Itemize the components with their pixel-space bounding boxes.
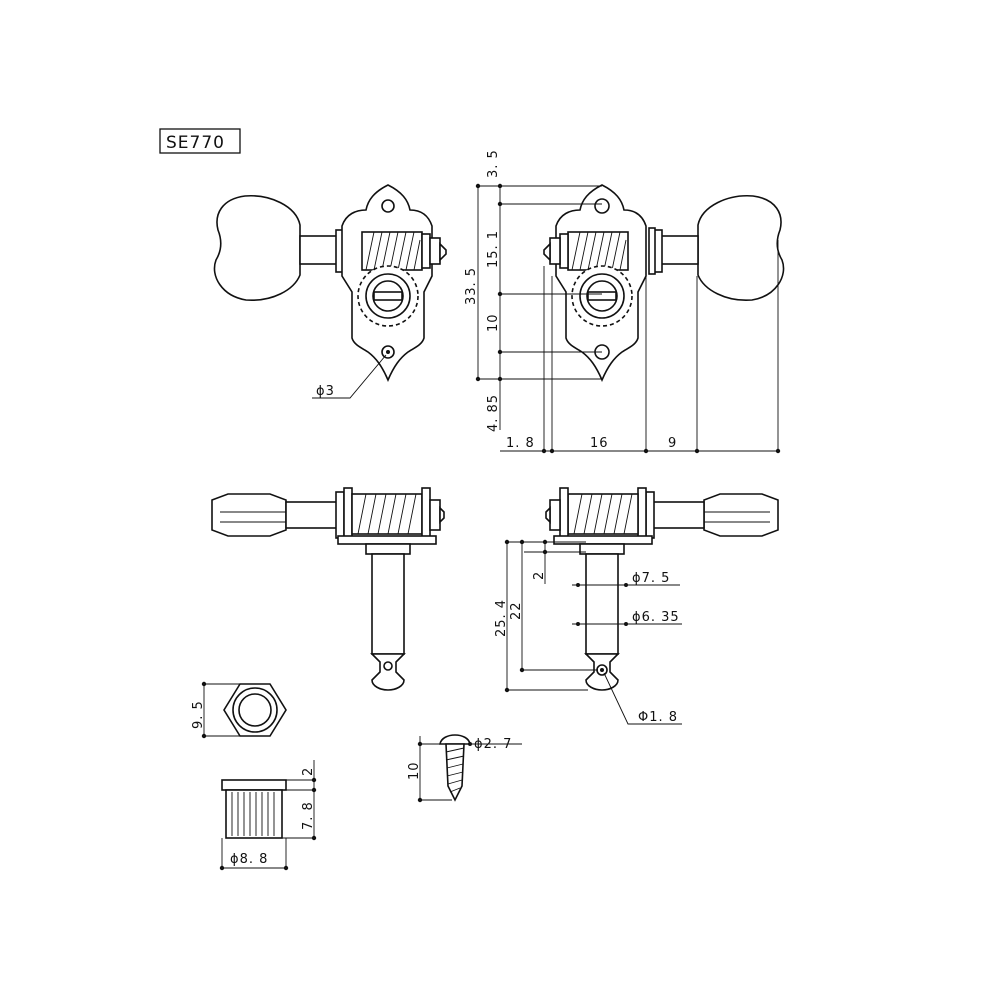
hole-diameter-label: ϕ3 <box>316 384 335 399</box>
post-dimensions: 2 22 25. 4 ϕ7. 5 ϕ6. 35 Φ1. 8 <box>494 539 682 725</box>
dim-bushing-flange: 2 <box>301 767 316 776</box>
dim-hole-to-gear: 15. 1 <box>486 230 501 268</box>
dim-bushing-height: 7. 8 <box>301 801 316 830</box>
knob <box>213 195 301 301</box>
dim-bushing-dia: ϕ8. 8 <box>230 852 268 867</box>
model-name: SE770 <box>166 133 225 153</box>
dim-gear-to-hole: 10 <box>486 313 501 332</box>
vertical-dimensions: 3. 5 15. 1 33. 5 10 4. 85 <box>464 149 602 432</box>
knob-side <box>703 493 779 537</box>
dim-nut-width: 9. 5 <box>191 700 206 729</box>
gear <box>357 265 419 327</box>
gear <box>571 265 633 327</box>
side-view-left <box>211 487 445 691</box>
dim-button-width: 9 <box>668 436 677 451</box>
wood-screw: 10 ϕ2. 7 <box>407 734 522 803</box>
front-view-right: 3. 5 15. 1 33. 5 10 4. 85 1. 8 16 9 <box>464 149 785 454</box>
bushing: 2 7. 8 ϕ8. 8 <box>219 760 317 871</box>
dim-bottom-gap: 4. 85 <box>486 394 501 432</box>
horizontal-dimensions: 1. 8 16 9 <box>500 240 781 454</box>
dim-screw-dia: ϕ2. 7 <box>474 737 512 752</box>
model-title: SE770 <box>159 128 241 154</box>
knob-side <box>211 493 287 537</box>
dim-string-hole: Φ1. 8 <box>638 710 678 725</box>
hex-nut: 9. 5 <box>191 681 287 739</box>
dim-post-length: 22 <box>509 601 524 620</box>
dim-post-dia-upper: ϕ7. 5 <box>632 571 670 586</box>
dim-post-dia-lower: ϕ6. 35 <box>632 610 680 625</box>
dim-post-collar: 2 <box>532 571 547 580</box>
front-view-left: ϕ3 <box>213 184 447 399</box>
dim-side-width: 1. 8 <box>506 436 535 451</box>
dim-top-gap: 3. 5 <box>486 149 501 178</box>
dim-screw-length: 10 <box>407 761 422 780</box>
side-view-right: 2 22 25. 4 ϕ7. 5 ϕ6. 35 Φ1. 8 <box>494 487 779 725</box>
dim-plate-width: 16 <box>590 436 609 451</box>
knob <box>697 195 785 301</box>
dim-overall-height: 33. 5 <box>464 267 479 305</box>
dim-post-length-full: 25. 4 <box>494 599 509 637</box>
